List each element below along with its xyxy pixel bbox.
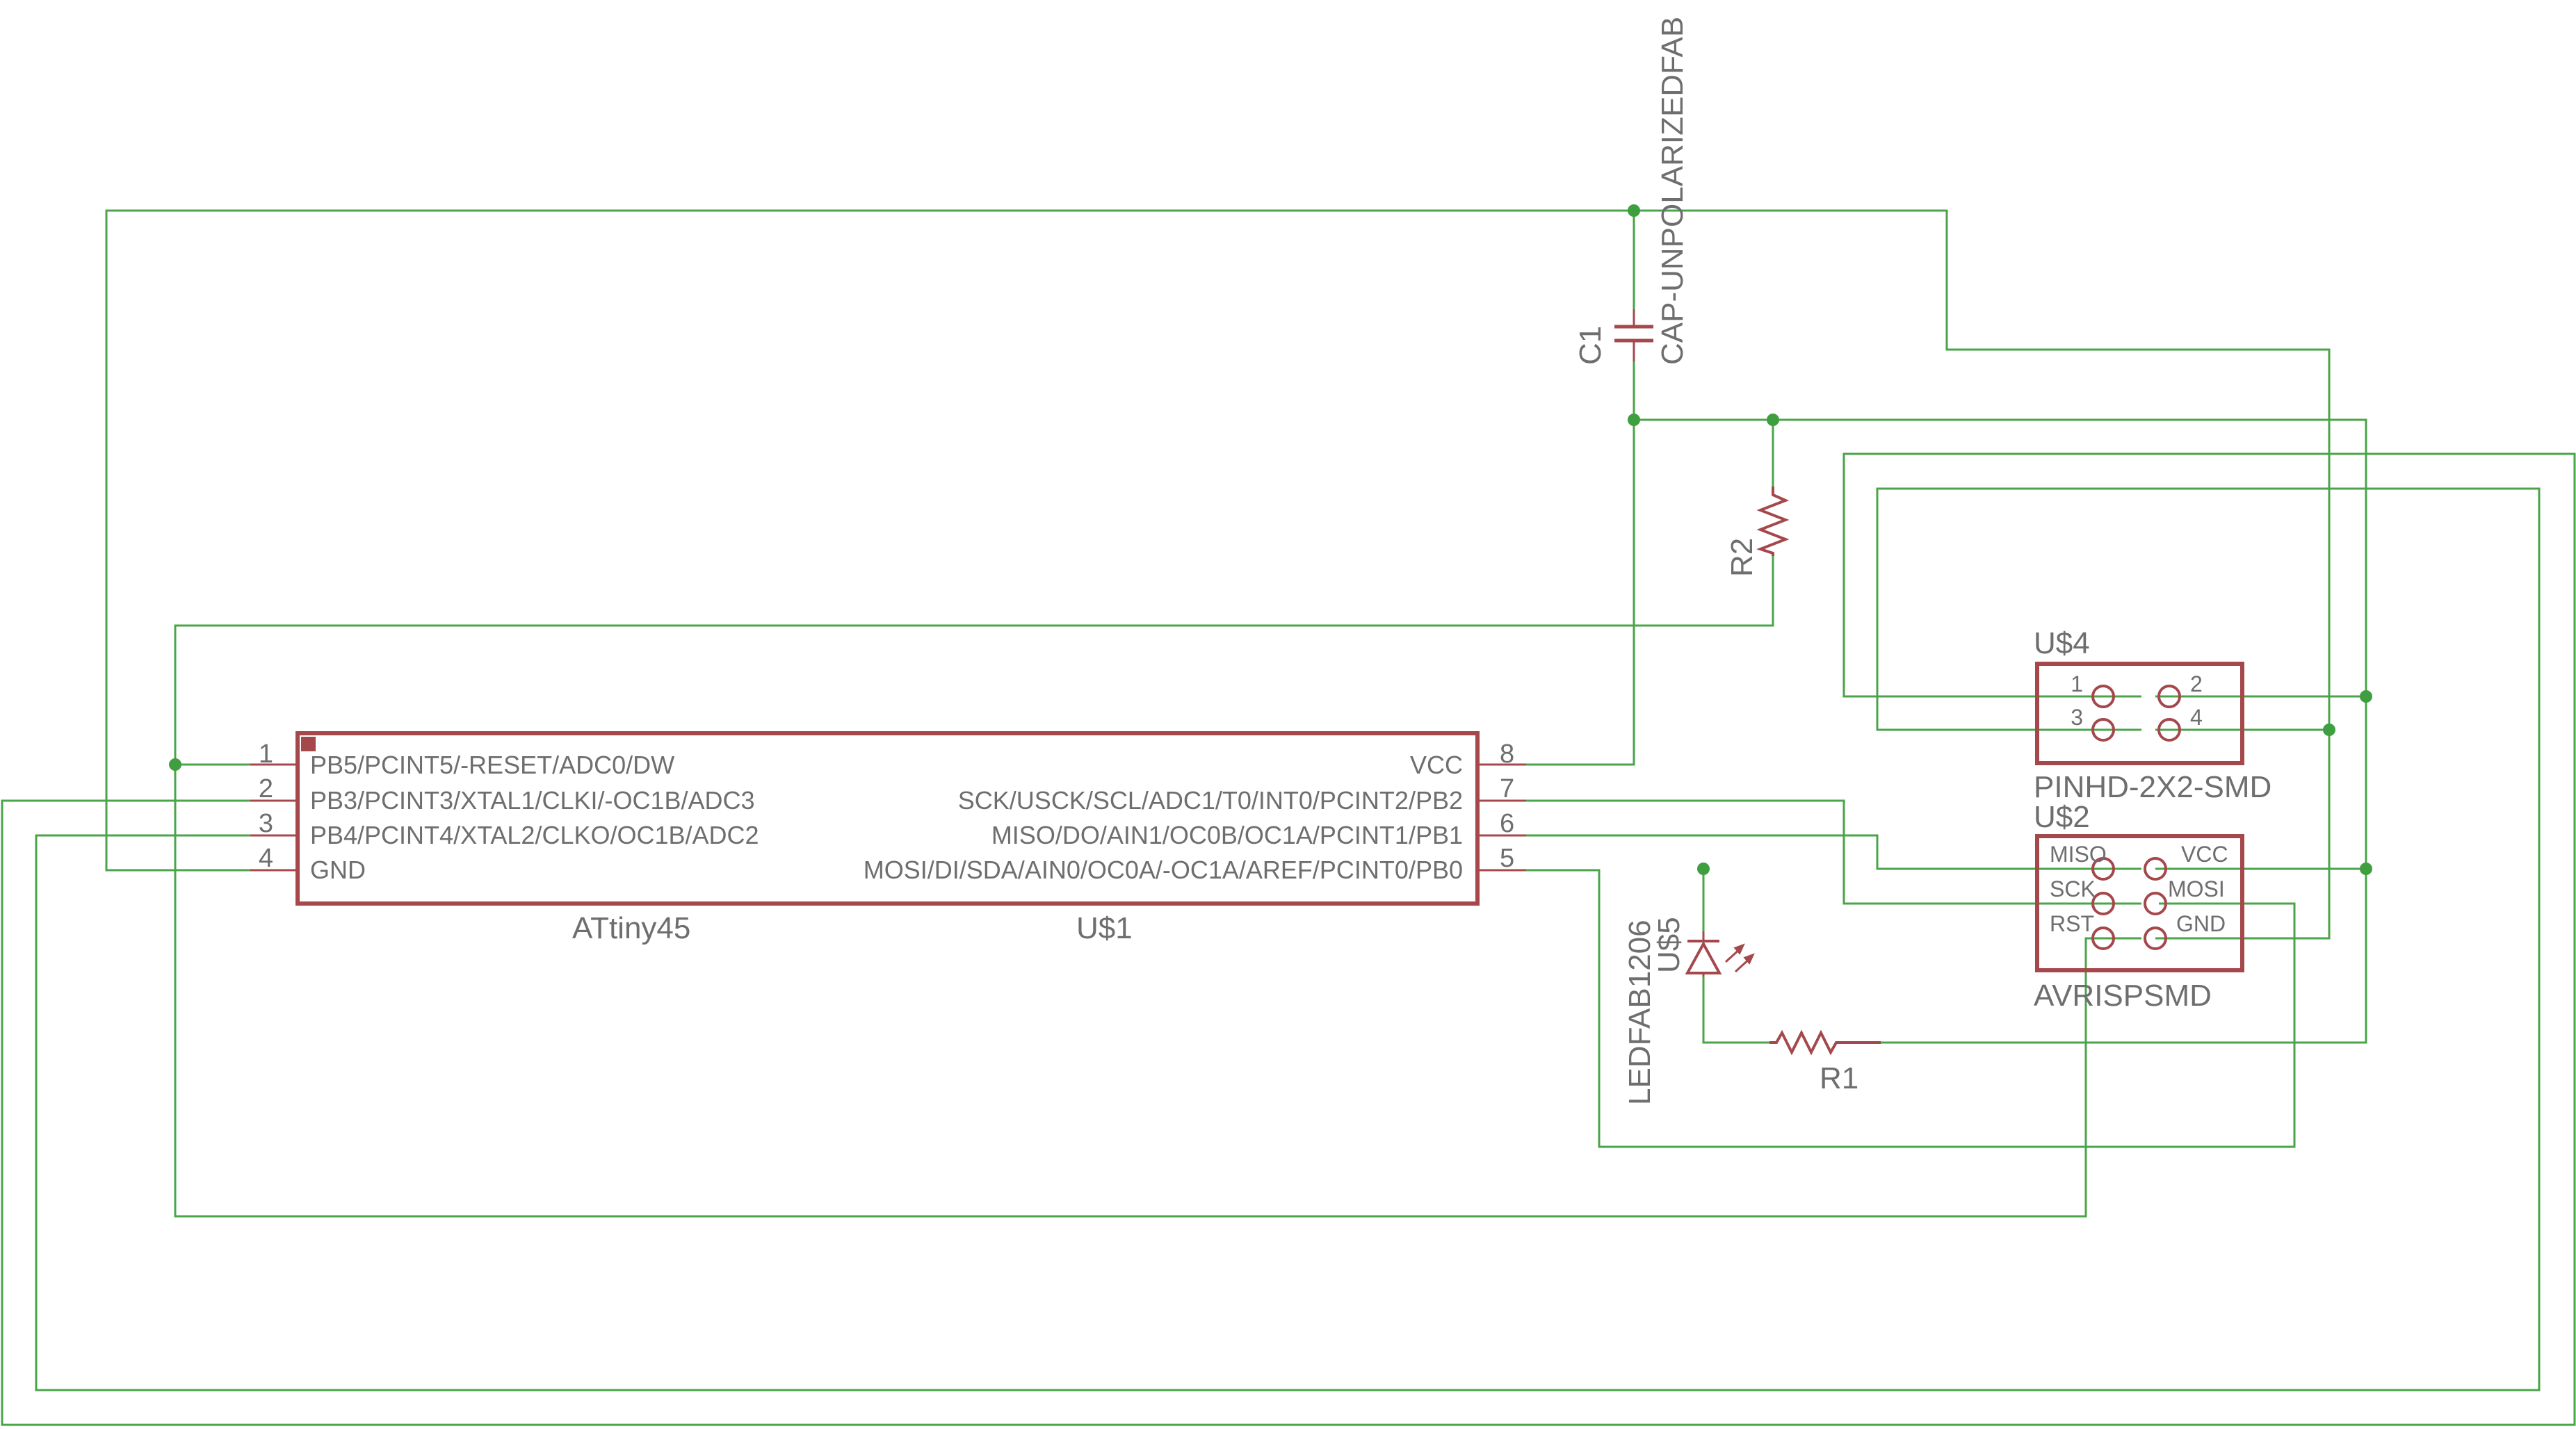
ic-u1[interactable]: 1 2 3 4 PB5/PCINT5/-RESET/ADC0/DW PB3/PC…	[250, 731, 1526, 945]
pad-sck	[2091, 892, 2115, 915]
pin-number: 1	[259, 740, 273, 769]
wire-pin3-loop[interactable]	[35, 487, 2541, 1391]
part-value: PINHD-2X2-SMD	[2034, 770, 2271, 804]
part-name: R2	[1725, 538, 1759, 577]
pad-label: MOSI	[2168, 876, 2225, 901]
wires	[1, 209, 2576, 1426]
part-value: ATtiny45	[572, 911, 690, 945]
pin-label: MOSI/DI/SDA/AIN0/OC0A/-OC1A/AREF/PCINT0/…	[864, 856, 1463, 884]
pad-label: GND	[2176, 911, 2226, 936]
wire-reset-net[interactable]	[174, 556, 2141, 1218]
part-name: U$1	[1076, 911, 1133, 945]
pad-label: 3	[2071, 705, 2083, 730]
junction-dot	[1697, 863, 1710, 875]
pad-1	[2091, 685, 2115, 708]
resistor-r2[interactable]: R2	[1725, 487, 1790, 577]
pad-label: 2	[2190, 671, 2203, 696]
pin-number: 5	[1500, 844, 1514, 873]
part-name: U$2	[2034, 800, 2090, 834]
junction-dot	[2360, 863, 2372, 875]
junction-dot	[1628, 414, 1640, 426]
pin-number: 3	[259, 809, 273, 838]
junctions	[169, 204, 2372, 875]
pad-label: MISO	[2050, 842, 2107, 867]
junction-dot	[1767, 414, 1779, 426]
pin-label: PB3/PCINT3/XTAL1/CLKI/-OC1B/ADC3	[310, 786, 755, 815]
pad-rst	[2091, 926, 2115, 950]
pin-number: 4	[259, 844, 273, 873]
pad-gnd	[2144, 926, 2167, 950]
part-name: R1	[1820, 1061, 1858, 1095]
ic-u1-body	[295, 731, 1480, 906]
part-name: U$5	[1652, 917, 1686, 973]
header-u4[interactable]: 1 2 3 4 U$4 PINHD-2X2-SMD	[2034, 626, 2271, 804]
part-name: U$4	[2034, 626, 2090, 660]
pad-label: 1	[2071, 671, 2083, 696]
pad-label: 4	[2190, 705, 2203, 730]
wire-led-r1[interactable]	[1702, 977, 1769, 1044]
led-triangle	[1685, 940, 1722, 974]
wire-miso-net[interactable]	[1478, 834, 2141, 870]
pin1-marker	[301, 737, 316, 751]
junction-dot	[2323, 724, 2335, 736]
pin-number: 7	[1500, 774, 1514, 803]
wire-vcc-net[interactable]	[1478, 341, 1635, 766]
resistor-zigzag	[1769, 1029, 1881, 1056]
pad-label: RST	[2050, 911, 2094, 936]
pin-label: MISO/DO/AIN1/OC0B/OC1A/PCINT1/PB1	[991, 821, 1463, 849]
wire-pin2-loop[interactable]	[1, 452, 2576, 1426]
wire-sck-net[interactable]	[1478, 799, 2141, 905]
pin-label: VCC	[1410, 751, 1463, 779]
junction-dot	[2360, 690, 2372, 703]
pad-2	[2157, 685, 2181, 708]
ic-u1-pin-stubs	[250, 763, 1526, 872]
pin-label: GND	[310, 856, 366, 884]
pad-vcc	[2144, 857, 2167, 881]
wire-gnd-net[interactable]	[105, 209, 2331, 940]
pad-label: VCC	[2181, 842, 2228, 867]
pin-number: 2	[259, 774, 273, 803]
pad-4	[2157, 718, 2181, 742]
capacitor-c1[interactable]: C1 CAP-UNPOLARIZEDFAB	[1573, 17, 1690, 365]
wire-mosi-net[interactable]	[1478, 869, 2296, 1148]
pad-label: SCK	[2050, 876, 2096, 901]
pad-miso	[2091, 857, 2115, 881]
resistor-r1[interactable]: R1	[1769, 1029, 1881, 1095]
part-value: AVRISPSMD	[2034, 979, 2212, 1013]
pin-label: SCK/USCK/SCL/ADC1/T0/INT0/PCINT2/PB2	[958, 786, 1463, 815]
part-value: CAP-UNPOLARIZEDFAB	[1655, 17, 1690, 365]
pin-number: 6	[1500, 809, 1514, 838]
part-name: C1	[1573, 326, 1607, 365]
pin-label: PB4/PCINT4/XTAL2/CLKO/OC1B/ADC2	[310, 821, 759, 849]
pad-mosi	[2144, 892, 2167, 915]
part-value: LEDFAB1206	[1623, 920, 1657, 1105]
resistor-zigzag	[1756, 487, 1790, 556]
isp-header-u2-body	[2035, 834, 2244, 972]
header-u4-body	[2035, 662, 2244, 765]
led-u5[interactable]: U$5 LEDFAB1206	[1623, 917, 1755, 1105]
isp-header-u2[interactable]: MISO VCC SCK MOSI RST GND U$2 AVRISPSMD	[2034, 800, 2244, 1013]
junction-dot	[1628, 204, 1640, 217]
light-arrows-icon	[1724, 943, 1755, 973]
junction-dot	[169, 758, 181, 771]
pin-number: 8	[1500, 740, 1514, 769]
pin-label: PB5/PCINT5/-RESET/ADC0/DW	[310, 751, 674, 779]
wire-vcc-rail[interactable]	[1634, 418, 2367, 1044]
pad-3	[2091, 718, 2115, 742]
